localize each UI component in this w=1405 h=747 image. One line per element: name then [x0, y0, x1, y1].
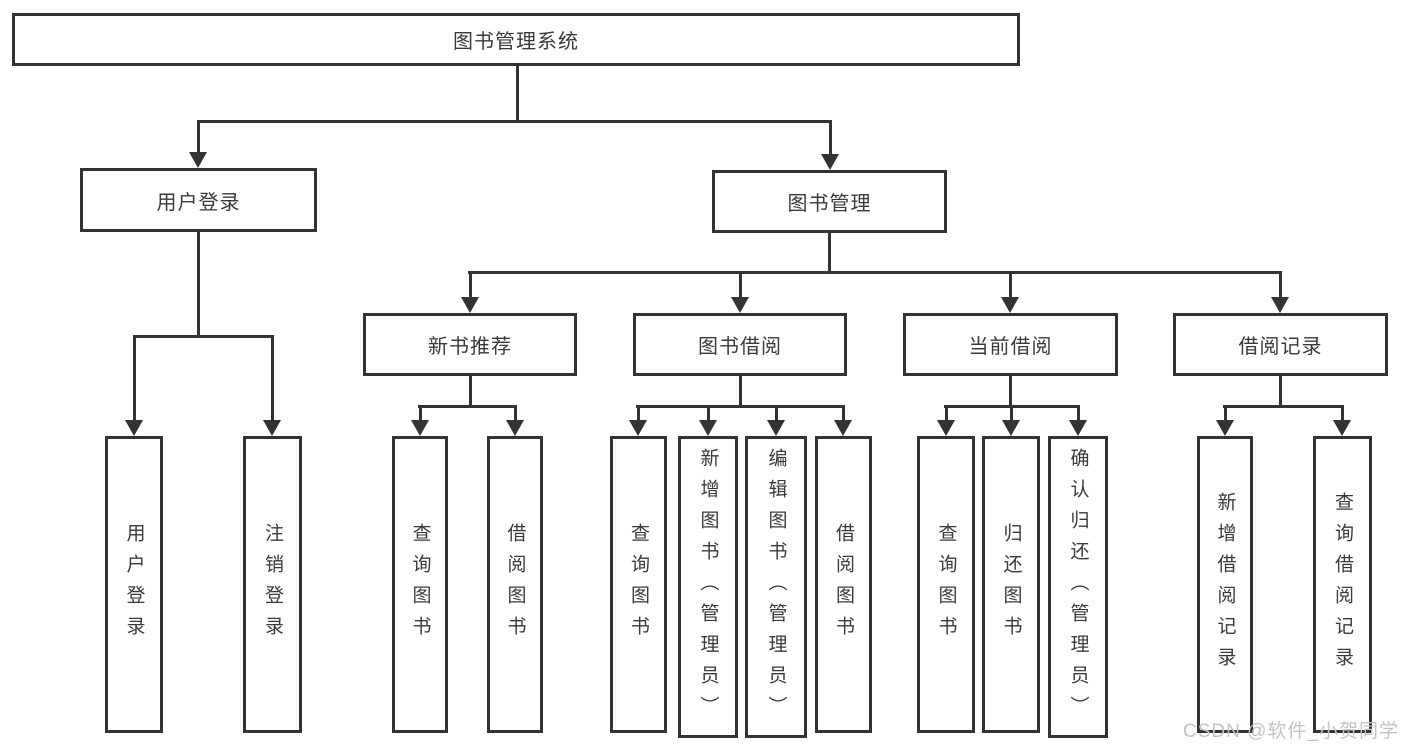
connector-line — [197, 120, 200, 154]
arrow-down-icon — [629, 420, 647, 436]
connector-line — [1009, 376, 1012, 408]
leaf-borrow-books-recommend: 借阅图书 — [487, 436, 543, 733]
node-new-book-recommend: 新书推荐 — [363, 313, 577, 376]
arrow-down-icon — [1002, 420, 1020, 436]
node-label: 图书借阅 — [698, 336, 782, 358]
connector-line — [514, 405, 517, 421]
node-label: 查询图书 — [409, 522, 431, 647]
leaf-confirm-return-admin: 确认归还（管理员） — [1048, 436, 1108, 738]
connector-line — [775, 405, 778, 421]
connector-line — [829, 120, 832, 156]
node-label: 归还图书 — [1000, 522, 1022, 647]
connector-line — [468, 271, 1282, 274]
arrow-down-icon — [189, 152, 207, 168]
arrow-down-icon — [1216, 420, 1234, 436]
node-label: 用户登录 — [123, 522, 145, 647]
connector-line — [828, 233, 831, 274]
watermark: CSDN @软件_小贺同学 — [1183, 721, 1399, 742]
arrow-down-icon — [1333, 420, 1351, 436]
connector-line — [1279, 376, 1282, 408]
leaf-user-login: 用户登录 — [105, 436, 163, 733]
connector-line — [1223, 405, 1344, 408]
arrow-down-icon — [1271, 297, 1289, 313]
arrow-down-icon — [461, 297, 479, 313]
connector-line — [197, 232, 200, 338]
connector-line — [636, 405, 845, 408]
node-label: 图书管理系统 — [453, 31, 579, 53]
arrow-down-icon — [506, 420, 524, 436]
arrow-down-icon — [834, 420, 852, 436]
node-label: 用户登录 — [156, 191, 241, 214]
connector-line — [271, 335, 274, 421]
leaf-query-books-borrowing: 查询图书 — [610, 436, 667, 733]
node-label: 借阅记录 — [1238, 336, 1323, 358]
node-label: 新增借阅记录 — [1214, 491, 1236, 678]
arrow-down-icon — [821, 154, 839, 170]
node-label: 确认归还（管理员） — [1067, 447, 1089, 727]
node-label: 查询图书 — [628, 522, 649, 647]
connector-line — [842, 405, 845, 421]
leaf-query-books-current: 查询图书 — [917, 436, 975, 733]
connector-line — [419, 405, 422, 421]
connector-line — [133, 335, 136, 421]
arrow-down-icon — [125, 420, 143, 436]
connector-line — [1010, 405, 1013, 421]
connector-line — [133, 335, 274, 338]
connector-line — [418, 405, 517, 408]
connector-line — [1341, 405, 1344, 421]
node-label: 新书推荐 — [428, 336, 512, 358]
leaf-query-books-recommend: 查询图书 — [392, 436, 448, 733]
connector-line — [1279, 271, 1282, 299]
connector-line — [469, 376, 472, 408]
arrow-down-icon — [937, 420, 955, 436]
connector-line — [1224, 405, 1227, 421]
arrow-down-icon — [731, 297, 749, 313]
node-label: 编辑图书（管理员） — [765, 447, 787, 727]
node-label: 新增图书（管理员） — [697, 447, 719, 727]
connector-line — [1009, 271, 1012, 299]
node-label: 借阅图书 — [504, 522, 526, 647]
node-borrowing-records: 借阅记录 — [1173, 313, 1388, 376]
connector-line — [1077, 405, 1080, 421]
connector-line — [945, 405, 948, 421]
arrow-down-icon — [1001, 297, 1019, 313]
node-label: 借阅图书 — [833, 522, 854, 647]
node-label: 注销登录 — [262, 522, 283, 647]
arrow-down-icon — [699, 420, 717, 436]
arrow-down-icon — [411, 420, 429, 436]
connector-line — [516, 66, 519, 122]
node-label: 图书管理 — [787, 193, 872, 215]
leaf-return-books: 归还图书 — [982, 436, 1040, 733]
connector-line — [707, 405, 710, 421]
node-label: 当前借阅 — [968, 336, 1053, 358]
leaf-logout: 注销登录 — [243, 436, 302, 733]
node-user-login-branch: 用户登录 — [80, 168, 317, 232]
node-book-management-branch: 图书管理 — [712, 170, 947, 233]
node-book-borrowing: 图书借阅 — [633, 313, 847, 376]
node-library-management-system: 图书管理系统 — [12, 13, 1020, 66]
node-current-borrowing: 当前借阅 — [903, 313, 1118, 376]
connector-line — [469, 271, 472, 299]
leaf-add-books-admin: 新增图书（管理员） — [678, 436, 738, 738]
arrow-down-icon — [767, 420, 785, 436]
leaf-add-borrow-record: 新增借阅记录 — [1197, 436, 1253, 733]
connector-line — [197, 120, 832, 123]
arrow-down-icon — [1069, 420, 1087, 436]
node-label: 查询借阅记录 — [1332, 491, 1353, 678]
connector-line — [739, 271, 742, 299]
leaf-borrow-books: 借阅图书 — [815, 436, 872, 733]
node-label: 查询图书 — [935, 522, 957, 647]
arrow-down-icon — [263, 420, 281, 436]
leaf-edit-books-admin: 编辑图书（管理员） — [745, 436, 807, 738]
connector-line — [637, 405, 640, 421]
connector-line — [739, 376, 742, 408]
leaf-query-borrow-record: 查询借阅记录 — [1313, 436, 1372, 733]
